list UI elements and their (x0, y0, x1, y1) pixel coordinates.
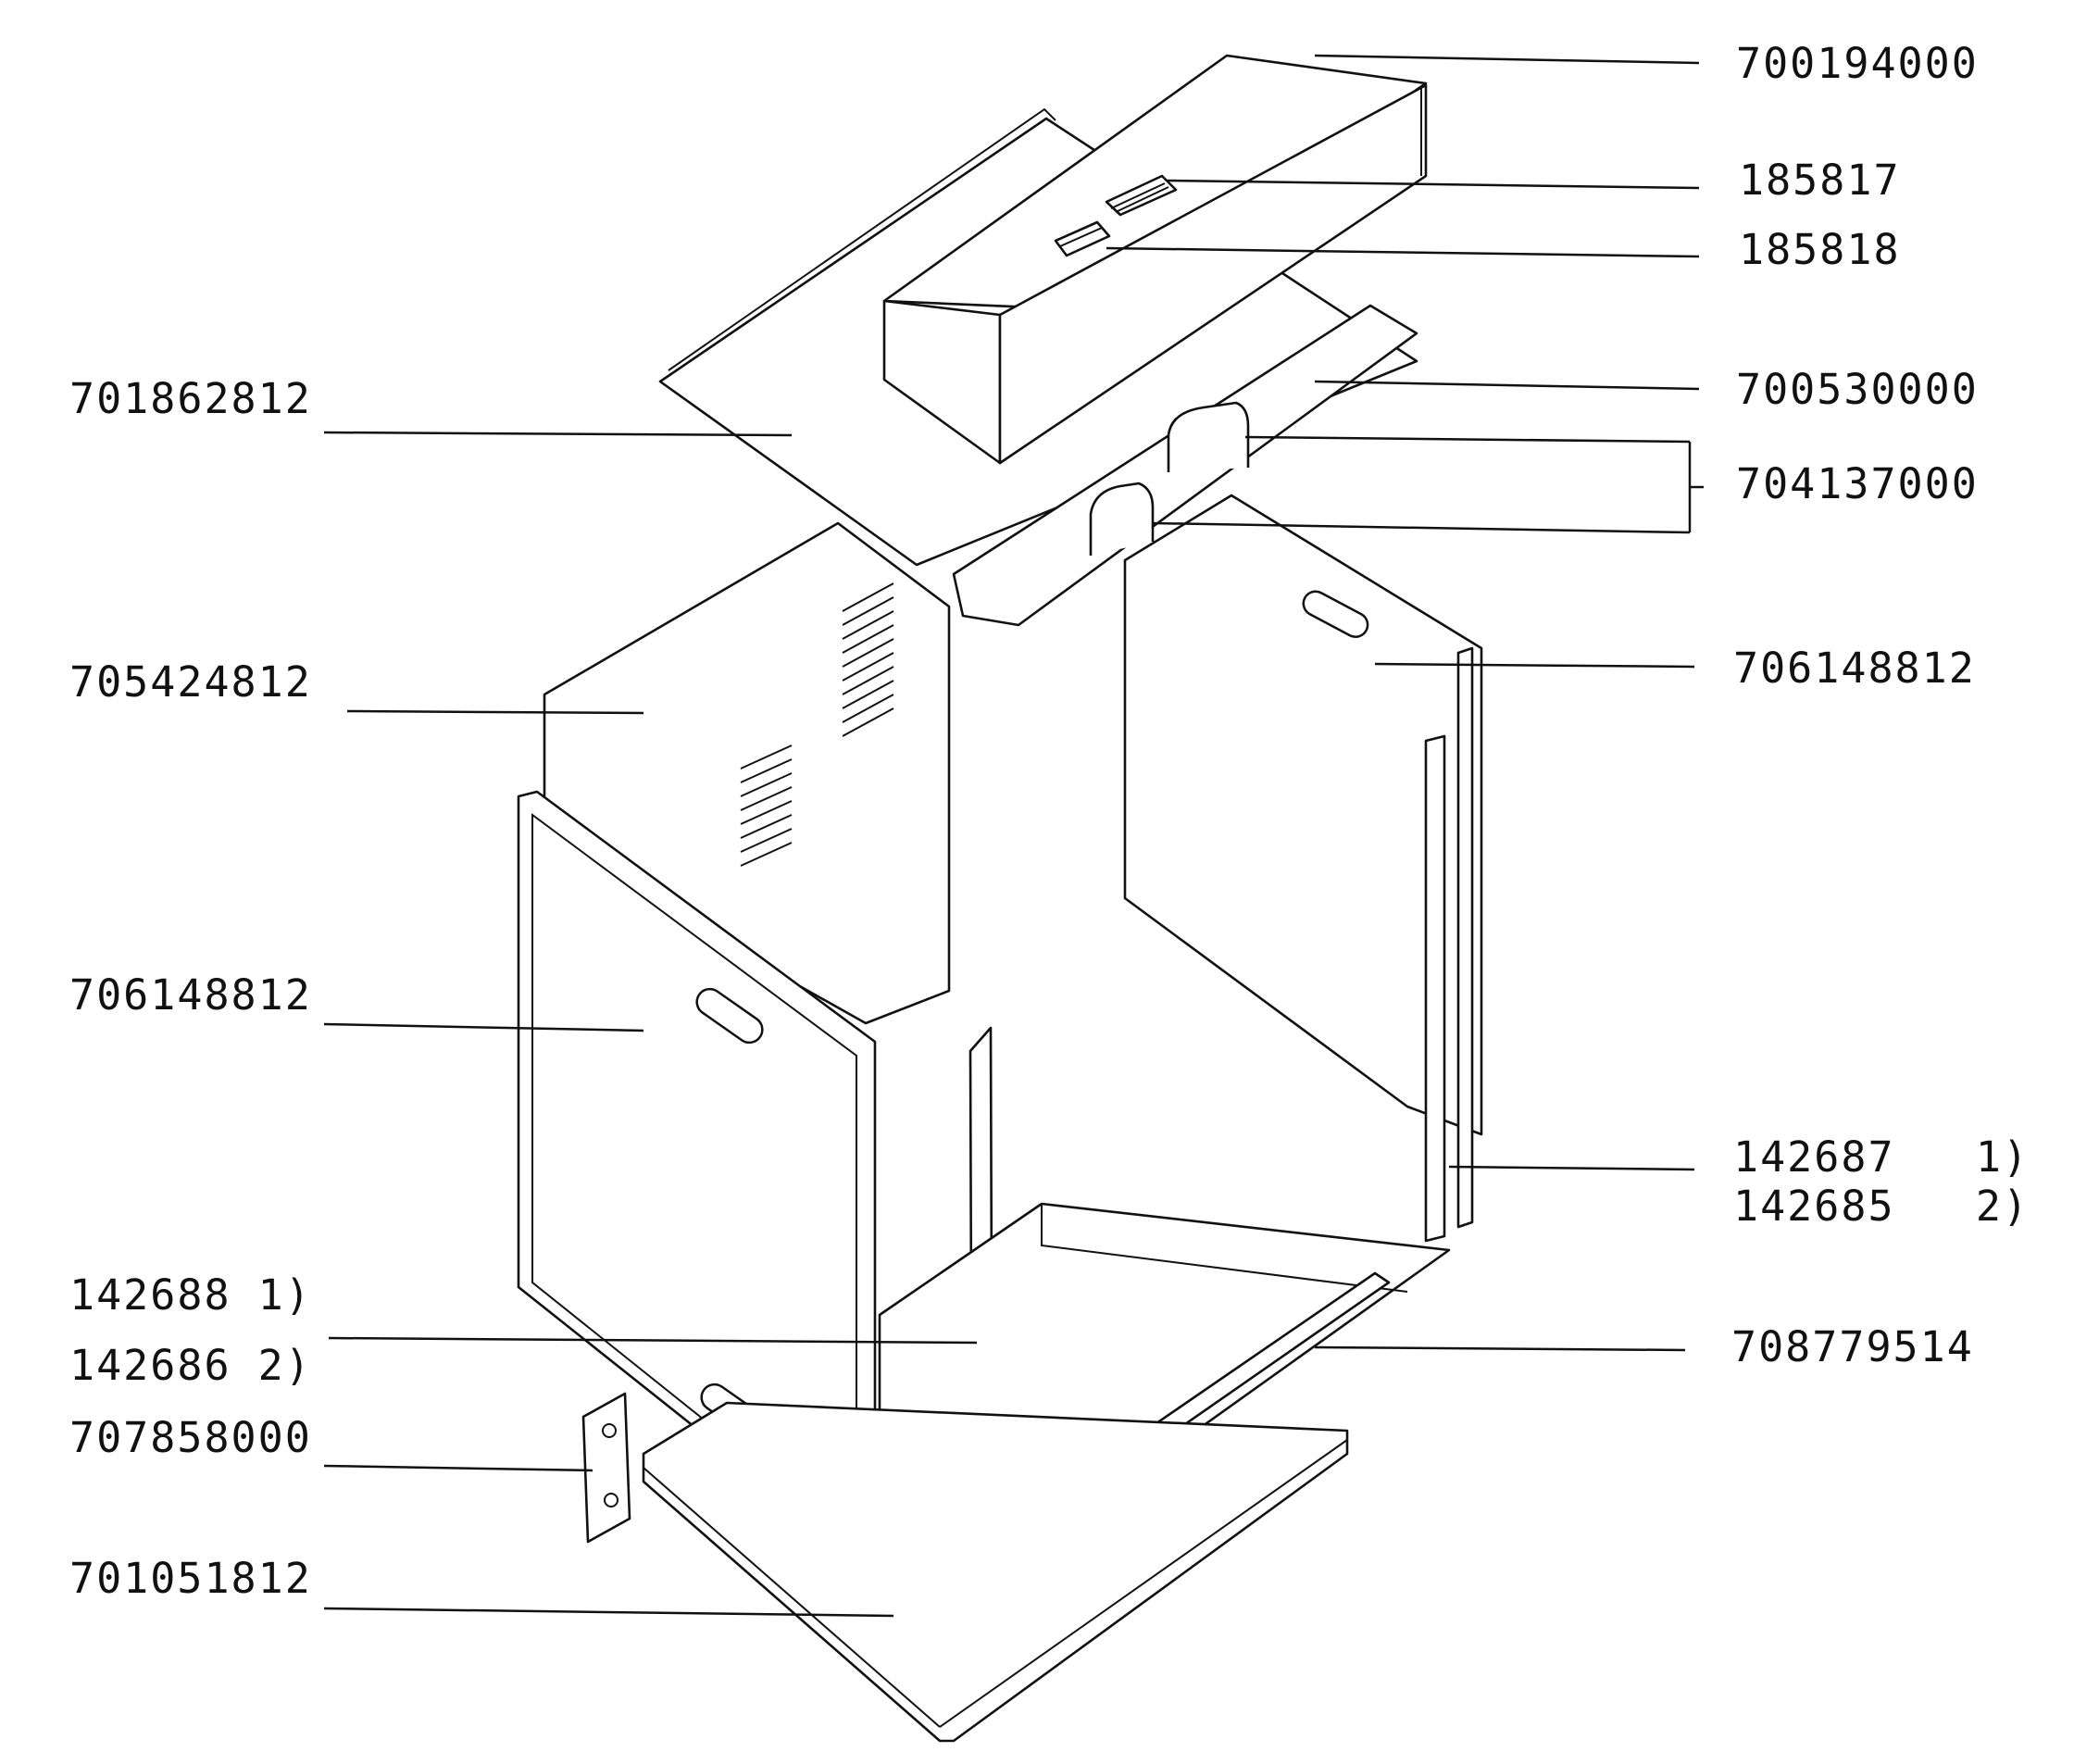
label-142687: 142687 1) (1733, 1132, 2030, 1182)
label-707858000: 707858000 (69, 1413, 312, 1462)
label-185818: 185818 (1739, 225, 1901, 274)
connector-185817 (1105, 174, 1178, 217)
part-labels: 700194000 185817 185818 700530000 704137… (69, 39, 2030, 1603)
connector-185818 (1054, 220, 1111, 257)
handles-704137000 (1089, 401, 1250, 556)
label-708779514: 708779514 (1731, 1322, 1974, 1371)
label-142688: 142688 1) (69, 1270, 312, 1320)
right-side-panel (1123, 494, 1483, 1136)
label-185817: 185817 (1739, 156, 1901, 205)
base-plate (642, 1401, 1349, 1743)
label-704137000: 704137000 (1736, 459, 1979, 508)
cabinet-drawing (517, 54, 1483, 1743)
label-701862812: 701862812 (69, 374, 312, 423)
label-700194000: 700194000 (1736, 39, 1979, 88)
label-706148812-right: 706148812 (1733, 644, 1976, 693)
label-142686: 142686 2) (69, 1341, 312, 1390)
label-706148812-left: 706148812 (69, 970, 312, 1020)
label-705424812: 705424812 (69, 657, 312, 707)
label-142685: 142685 2) (1733, 1182, 2030, 1231)
label-701051812: 701051812 (69, 1554, 312, 1603)
leader-lines (323, 54, 1704, 1618)
right-vertical-strip (1424, 734, 1446, 1243)
bracket (581, 1392, 631, 1544)
label-700530000: 700530000 (1736, 365, 1979, 414)
